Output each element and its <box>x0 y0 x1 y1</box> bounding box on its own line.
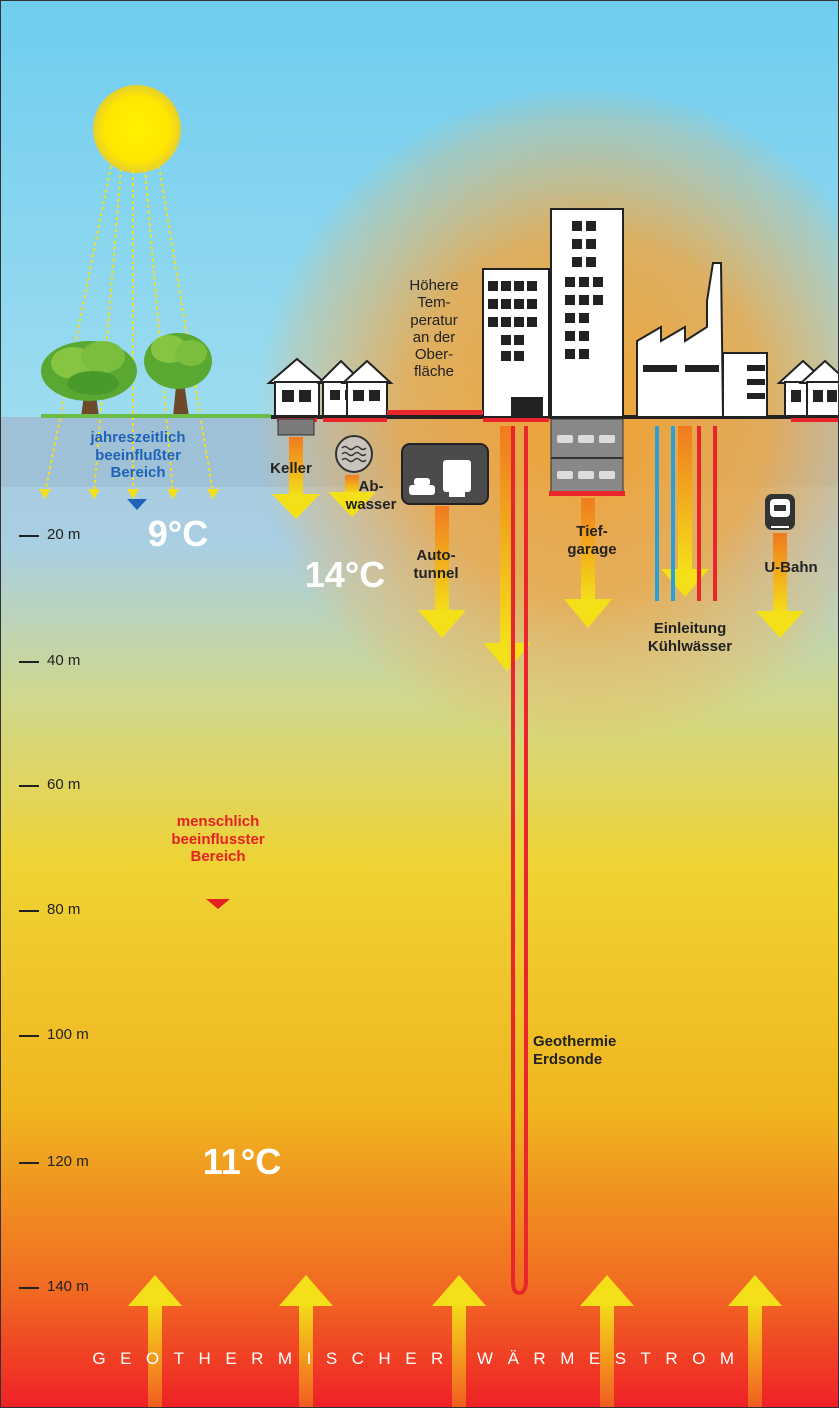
truck-icon <box>443 460 471 497</box>
house-icon <box>340 359 394 417</box>
sun-ray-heads <box>39 489 219 499</box>
depth-tick: 80 m <box>19 901 139 921</box>
surface-temperature-label: Höhere Tem- peratur an der Ober- fläche <box>409 277 459 381</box>
urban-temp-label: 14°C <box>304 554 386 595</box>
depth-tick: 60 m <box>19 776 139 796</box>
house-icon <box>266 357 328 417</box>
depth-label: 20 m <box>47 526 81 543</box>
human-zone-marker <box>206 899 230 909</box>
depth-tick: 140 m <box>19 1278 139 1298</box>
subway-label: U-Bahn <box>764 559 818 576</box>
factory-icon <box>636 262 768 418</box>
cooling-water-label: Einleitung Kühlwässer <box>647 620 733 655</box>
underground-garage-label: Tief- garage <box>567 523 617 558</box>
road-tunnel-icon <box>401 443 489 505</box>
basement-label: Keller <box>270 460 312 477</box>
depth-tick: 40 m <box>19 652 139 672</box>
depth-label: 100 m <box>47 1026 89 1043</box>
depth-label: 120 m <box>47 1153 89 1170</box>
depth-tick: 120 m <box>19 1153 139 1173</box>
seasonal-zone-label: jahreszeitlich beeinflußter Bereich <box>90 429 186 482</box>
depth-tick: 20 m <box>19 526 139 546</box>
garage-icon <box>549 418 625 496</box>
car-icon <box>409 478 435 495</box>
road-tunnel-label: Auto- tunnel <box>413 547 459 582</box>
heat-arrows-up <box>128 1275 782 1407</box>
tree-icon <box>144 333 212 417</box>
depth-label: 60 m <box>47 776 81 793</box>
basement-box <box>277 418 315 436</box>
office-tower-icon <box>482 268 550 418</box>
sun-icon <box>93 85 181 173</box>
deep-temp-label: 11°C <box>202 1141 282 1182</box>
seasonal-zone-marker <box>127 499 147 510</box>
depth-tick: 100 m <box>19 1026 139 1046</box>
sun-rays <box>44 165 214 494</box>
house-icon <box>798 359 838 417</box>
sewage-icon <box>335 435 373 473</box>
geothermal-probe-label: Geothermie Erdsonde <box>533 1033 617 1068</box>
cooling-water-pipes <box>655 426 717 601</box>
sewage-label: Ab- wasser <box>345 478 397 513</box>
geothermal-probe <box>511 426 528 1296</box>
grass <box>41 414 271 418</box>
depth-label: 80 m <box>47 901 81 918</box>
depth-label: 40 m <box>47 652 81 669</box>
office-tower-icon <box>550 208 624 418</box>
depth-label: 140 m <box>47 1278 89 1295</box>
seasonal-temp-label: 9°C <box>147 513 209 554</box>
train-icon <box>765 494 795 530</box>
human-zone-label: menschlich beeinflusster Bereich <box>171 813 265 866</box>
tree-icon <box>41 341 137 417</box>
geothermal-heat-flow-label: GEOTHERMISCHER WÄRMESTROM <box>92 1349 749 1368</box>
